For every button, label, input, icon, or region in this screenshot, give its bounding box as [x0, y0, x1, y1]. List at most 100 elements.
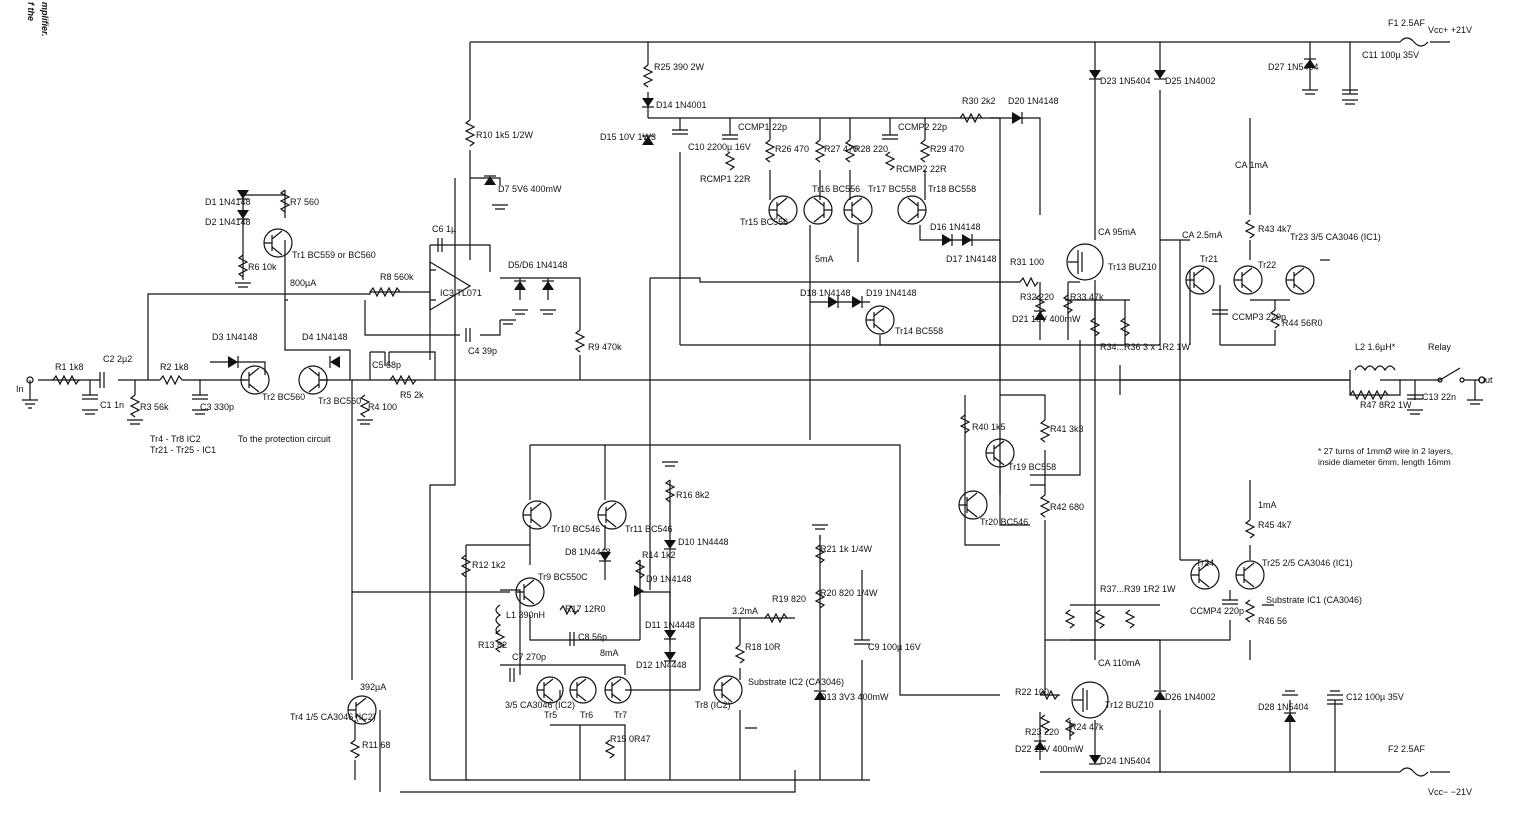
component-label: C12 100µ 35V — [1346, 692, 1404, 702]
component-label: Tr11 BC546 — [625, 524, 673, 534]
component-label: Tr14 BC558 — [895, 326, 943, 336]
input-label: In — [16, 384, 24, 394]
note-coil-1: * 27 turns of 1mmØ wire in 2 layers, — [1318, 446, 1453, 456]
component-label: CA 2.5mA — [1182, 230, 1223, 240]
component-label: C8 56p — [578, 632, 607, 642]
component-label: R17 12R0 — [565, 604, 606, 614]
note-coil-2: inside diameter 6mm, length 16mm — [1318, 457, 1451, 467]
component-label: R29 470 — [930, 144, 964, 154]
component-label: C13 22n — [1422, 392, 1456, 402]
component-label: IC3 TL071 — [440, 288, 482, 298]
component-label: Tr25 2/5 CA3046 (IC1) — [1262, 558, 1353, 568]
inductors — [495, 365, 1396, 636]
component-label: R9 470k — [588, 342, 622, 352]
component-label: C3 330p — [200, 402, 234, 412]
component-label: R45 4k7 — [1258, 520, 1292, 530]
component-label: Tr19 BC558 — [1008, 462, 1056, 472]
component-label: D11 1N4448 — [645, 620, 695, 630]
component-label: CCMP2 22p — [898, 122, 947, 132]
component-label: R46 56 — [1258, 616, 1287, 626]
component-label: D5/D6 1N4148 — [508, 260, 568, 270]
component-label: D2 1N4148 — [205, 217, 251, 227]
transistors — [240, 195, 1315, 725]
component-label: R12 1k2 — [472, 560, 506, 570]
component-label: R31 100 — [1010, 257, 1044, 267]
component-label: Tr2 BC560 — [262, 392, 305, 402]
component-label: D15 10V 1W3 — [600, 132, 656, 142]
component-label: Tr22 — [1258, 260, 1276, 270]
component-label: R8 560k — [380, 272, 414, 282]
component-label: 800µA — [290, 278, 316, 288]
component-label: D14 1N4001 — [656, 100, 707, 110]
resistors — [52, 64, 1389, 759]
component-label: Tr9 BC550C — [538, 572, 588, 582]
component-label: R1 1k8 — [55, 362, 84, 372]
component-label: 3.2mA — [732, 606, 758, 616]
ground-symbols — [22, 89, 1483, 729]
component-label: R43 4k7 — [1258, 224, 1292, 234]
wiring — [29, 41, 1476, 793]
component-label: CA 110mA — [1098, 658, 1140, 668]
note-substrate-ic2: Substrate IC2 (CA3046) — [748, 677, 844, 687]
component-label: D21 10V 400mW — [1012, 314, 1081, 324]
diodes — [228, 58, 1316, 765]
component-label: Tr5 — [544, 710, 557, 720]
component-label: Tr20 BC546 — [980, 517, 1028, 527]
component-label: Tr12 BUZ10 — [1105, 700, 1154, 710]
component-label: R23 220 — [1025, 727, 1059, 737]
component-label: R21 1k 1/4W — [820, 544, 873, 554]
component-label: C7 270p — [512, 652, 546, 662]
component-label: RCMP1 22R — [700, 174, 751, 184]
component-label: R10 1k5 1/2W — [476, 130, 534, 140]
component-label: R3 56k — [140, 402, 169, 412]
component-label: R18 10R — [745, 642, 781, 652]
component-label: C10 2200µ 16V — [688, 142, 751, 152]
rail-vcc-plus: Vcc+ +21V — [1428, 25, 1472, 35]
component-label: R41 3k3 — [1050, 424, 1084, 434]
component-label: D28 1N5404 — [1258, 702, 1309, 712]
component-label: R28 220 — [854, 144, 888, 154]
component-label: CA 1mA — [1235, 160, 1268, 170]
component-label: Tr21 — [1200, 254, 1218, 264]
component-label: D19 1N4148 — [866, 288, 917, 298]
component-label: D27 1N5404 — [1268, 62, 1319, 72]
component-label: C2 2µ2 — [103, 354, 132, 364]
note-substrate-ic1: Substrate IC1 (CA3046) — [1266, 595, 1362, 605]
component-label: D10 1N4448 — [678, 537, 729, 547]
rail-vcc-minus: Vcc− −21V — [1428, 787, 1472, 797]
component-label: R4 100 — [368, 402, 397, 412]
component-label: R2 1k8 — [160, 362, 189, 372]
component-label: R42 680 — [1050, 502, 1084, 512]
component-label: R24 47k — [1070, 722, 1104, 732]
component-label: R7 560 — [290, 197, 319, 207]
relay-switch — [26, 367, 1486, 384]
component-label: D13 3V3 400mW — [820, 692, 889, 702]
component-label: R34...R36 3 x 1R2 1W — [1100, 342, 1191, 352]
component-label: Tr1 BC559 or BC560 — [292, 250, 376, 260]
component-label: R25 390 2W — [654, 62, 705, 72]
component-label: R33 47k — [1070, 292, 1104, 302]
component-label: R27 470 — [824, 144, 858, 154]
component-label: D18 1N4148 — [800, 288, 851, 298]
component-label: R32 220 — [1020, 292, 1054, 302]
component-label: D9 1N4148 — [646, 574, 692, 584]
component-label: C5 68p — [372, 360, 401, 370]
component-label: D1 1N4148 — [205, 197, 251, 207]
component-label: R14 1k2 — [642, 550, 676, 560]
component-label: R16 8k2 — [676, 490, 710, 500]
component-label: R20 820 1/4W — [820, 588, 878, 598]
component-label: R15 0R47 — [610, 734, 651, 744]
component-label: Tr24 — [1196, 558, 1214, 568]
component-label: D7 5V6 400mW — [498, 184, 562, 194]
component-label: C6 1µ — [432, 224, 456, 234]
labels: Vcc+ +21V Vcc− −21V In Out Relay Tr4 - T… — [16, 18, 1493, 797]
title-fragment: f the mplifier. — [26, 2, 50, 37]
component-label: D4 1N4148 — [302, 332, 348, 342]
component-label: R13 82 — [478, 640, 507, 650]
component-label: D22 10V 400mW — [1015, 744, 1084, 754]
component-label: C11 100µ 35V — [1362, 50, 1419, 60]
component-label: CCMP3 220p — [1232, 312, 1286, 322]
component-label: 3/5 CA3046 (IC2) — [505, 700, 575, 710]
component-label: D3 1N4148 — [212, 332, 258, 342]
